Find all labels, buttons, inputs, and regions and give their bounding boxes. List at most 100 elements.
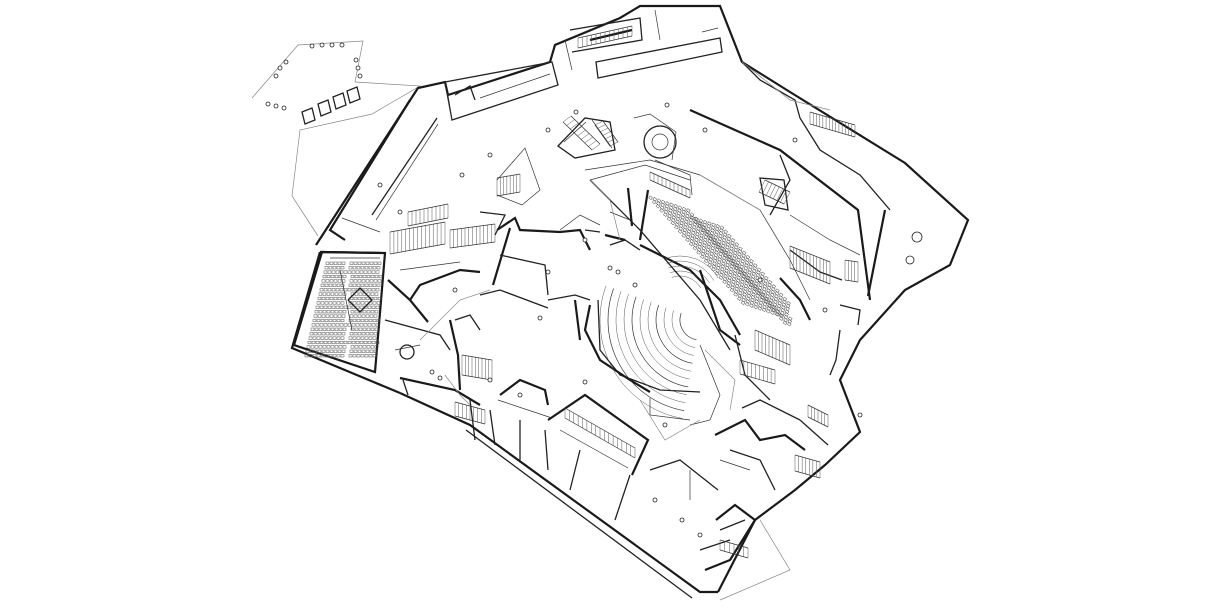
seat [316,354,321,358]
seat [319,340,324,345]
seat [359,340,364,345]
stair-tread [496,173,521,179]
seat [372,283,377,287]
seat [325,314,330,318]
seat [323,305,328,309]
column [582,237,588,243]
seat [325,279,330,283]
column [377,182,383,188]
bollard [339,42,345,48]
seat [352,283,357,287]
seat [323,270,328,274]
seat [347,270,352,274]
seat [368,336,373,340]
seat [365,261,370,265]
seat [770,310,775,315]
stair-tread [407,203,449,213]
stair-tread [599,127,609,133]
seat [648,195,653,201]
seat [328,354,333,358]
seat [688,241,694,247]
seat [707,262,713,268]
column [429,369,435,375]
seat [369,279,374,283]
seat [352,336,357,340]
seat [372,336,377,340]
seat [357,332,362,336]
seat [314,310,319,314]
stair-tread [807,404,829,416]
stair-tread [764,179,791,193]
column [487,152,493,158]
seat [370,274,375,279]
seat [359,305,364,309]
seat [375,288,380,292]
building-envelope [290,4,970,601]
seat [358,345,363,349]
bollard [277,65,283,71]
seat [779,316,784,321]
stair-tread [739,373,776,385]
seat [375,270,380,274]
seat [363,270,368,274]
seat [364,354,369,358]
seat [348,283,353,287]
seat [330,292,335,296]
seat [341,314,346,318]
seat [365,296,370,301]
stair-tread [584,136,593,144]
seat [316,301,321,305]
seat [373,296,378,301]
seat [352,354,357,358]
stair-tread [649,171,691,191]
bollard [283,59,289,65]
seat [349,349,354,353]
seat [361,296,366,301]
seat [677,229,683,234]
east-stairs [739,179,859,428]
east-columns [905,231,923,265]
seat-row [623,293,687,396]
seat [321,314,326,318]
seat-row [615,291,686,403]
seat [321,332,326,336]
second-auditorium-aisles [339,269,373,331]
stair-tread [454,415,486,425]
seat [786,322,792,327]
bollard [353,57,359,63]
seat [319,323,324,327]
seat [373,332,378,336]
seat-row [679,313,697,341]
seat [377,279,382,283]
seat [685,237,690,243]
seat [347,305,352,309]
seat [324,301,329,305]
seat [343,340,348,345]
seat [350,310,355,314]
column [607,265,613,271]
seat [309,349,314,353]
seat [335,288,340,292]
seat [333,332,338,336]
seat [347,340,352,345]
seat [674,225,679,230]
seat [315,305,320,309]
stair-tread [794,454,821,463]
seat [367,270,372,274]
seat [328,318,333,323]
column [857,412,863,418]
seat [307,340,312,345]
seat [365,279,370,283]
seat [357,349,362,353]
seat [320,336,325,340]
stair-tread [844,259,859,263]
seat [365,314,370,318]
seat [356,354,361,358]
interior-walls [384,187,641,391]
stair-tread [602,131,611,136]
secondary-outlines [419,174,761,441]
seat [348,266,353,270]
column [452,287,458,293]
seat [323,323,328,327]
